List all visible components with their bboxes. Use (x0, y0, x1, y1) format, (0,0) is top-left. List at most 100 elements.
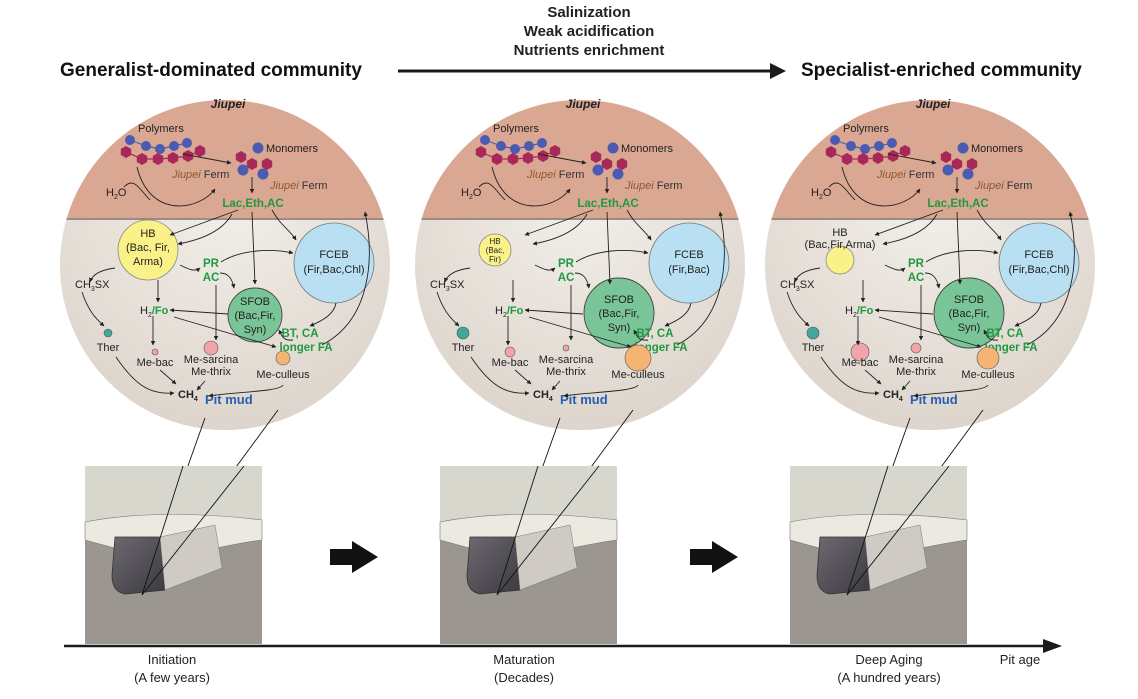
flow-arrow (976, 209, 1002, 241)
h2o-label: H2O (811, 187, 832, 201)
flow-arrow (514, 369, 532, 385)
polymers-label: Polymers (493, 123, 539, 135)
polymers-icon (825, 135, 911, 165)
flow-arrow (524, 308, 584, 315)
flow-arrow (169, 209, 239, 236)
hb-taxa: (Bac,Fir,Arma) (805, 239, 876, 251)
longer-fa-label: longer FA (279, 342, 332, 354)
flow-arrow (219, 272, 236, 289)
flow-arrow (574, 272, 591, 289)
fceb-circle (293, 222, 375, 304)
polymers-icon (475, 135, 561, 165)
fceb-taxa: (Fir,Bac) (668, 264, 710, 276)
ch3sx-label: CH3SX (780, 279, 815, 293)
longer-fa-label: longer FA (984, 342, 1037, 354)
hb-name: HB (140, 228, 155, 240)
flow-arrow (664, 302, 692, 327)
flow-arrow (606, 211, 613, 285)
me-bac-circle (504, 346, 516, 358)
hb-taxa-2: Fir) (489, 255, 501, 264)
flow-arrow (563, 384, 639, 398)
pr-label: PR (203, 258, 220, 270)
me-thrix-label: Me-thrix (546, 366, 586, 378)
ac-label: AC (203, 272, 220, 284)
pit-mud-label: Pit mud (205, 392, 253, 407)
flow-arrow (925, 249, 999, 263)
timeline-axis (64, 639, 1062, 653)
flow-arrow (443, 267, 471, 283)
polymers-label: Polymers (843, 123, 889, 135)
flow-arrow (878, 316, 982, 349)
me-thrix-label: Me-thrix (191, 366, 231, 378)
jiupei-ferm-label-1: Jiupei Ferm (876, 169, 934, 181)
ther-circle (456, 326, 470, 340)
flow-arrow (884, 264, 906, 273)
me-sarcina-label: Me-sarcina (184, 354, 239, 366)
flow-arrow (924, 272, 941, 289)
hb-name: HB (489, 237, 500, 246)
h2o-label: H2O (461, 187, 482, 201)
flow-arrow (309, 302, 337, 327)
ac-label: AC (558, 272, 575, 284)
stage-arrow-2 (690, 541, 738, 573)
flow-arrow (1014, 302, 1042, 327)
me-sarcina-circle (203, 340, 219, 356)
flow-arrow (81, 291, 105, 327)
polymers-label: Polymers (138, 123, 184, 135)
condition-salinization: Salinization (547, 4, 630, 21)
flow-arrow (251, 211, 258, 285)
flow-arrow (874, 308, 934, 315)
polymers-icon (120, 135, 206, 165)
sfob-taxa-1: (Bac,Fir, (235, 310, 276, 322)
flow-arrow (470, 356, 530, 396)
flow-arrow (177, 213, 233, 246)
flow-arrow (551, 380, 561, 391)
h2o-label: H2O (106, 187, 127, 201)
flow-arrow (913, 384, 989, 398)
me-sarcina-circle (910, 342, 922, 354)
h2-fo-label: H2/Fo (845, 305, 874, 319)
hb-circle (478, 233, 512, 267)
ther-label: Ther (97, 342, 120, 354)
jiupei-label: Jiupei (211, 97, 246, 111)
flow-arrow (676, 211, 725, 346)
me-bac-label: Me-bac (842, 357, 879, 369)
fceb-name: FCEB (674, 249, 703, 261)
flow-arrow (220, 249, 294, 263)
sfob-taxa-1: (Bac,Fir, (949, 308, 990, 320)
me-culleus-circle (275, 350, 291, 366)
flow-arrow (173, 316, 277, 349)
stage-deep-aging-name: Deep Aging (855, 652, 922, 667)
jiupei-ferm-label-1: Jiupei Ferm (526, 169, 584, 181)
flow-arrow (115, 356, 175, 396)
flow-arrow (983, 329, 999, 341)
flow-arrow (864, 369, 882, 385)
fceb-name: FCEB (319, 249, 348, 261)
pit-mud-label: Pit mud (910, 392, 958, 407)
me-culleus-label: Me-culleus (961, 369, 1015, 381)
pr-label: PR (908, 258, 925, 270)
stage-initiation-name: Initiation (148, 652, 196, 667)
pit-age-label: Pit age (1000, 652, 1040, 667)
flow-arrow (321, 211, 370, 346)
fceb-circle (648, 222, 730, 304)
flow-arrow (208, 384, 284, 398)
bt-ca-label: BT, CA (636, 328, 673, 340)
flow-arrow (820, 356, 880, 396)
monomers-icon (235, 142, 273, 180)
fceb-taxa: (Fir,Bac,Chl) (1008, 264, 1069, 276)
right-community-title: Specialist-enriched community (801, 60, 1082, 81)
stage-initiation-duration: (A few years) (134, 670, 210, 685)
flow-arrow (1026, 211, 1075, 346)
jiupei-label: Jiupei (566, 97, 601, 111)
sfob-taxa-2: Syn) (608, 322, 631, 334)
me-culleus-circle (624, 344, 652, 372)
products-lac-eth-ac: Lac,Eth,AC (222, 198, 283, 210)
monomers-label: Monomers (266, 143, 318, 155)
jiupei-ferm-label-2: Jiupei Ferm (269, 180, 327, 192)
flow-arrow (575, 249, 649, 263)
flow-arrow (793, 267, 821, 283)
monomers-icon (940, 142, 978, 180)
me-culleus-label: Me-culleus (256, 369, 310, 381)
